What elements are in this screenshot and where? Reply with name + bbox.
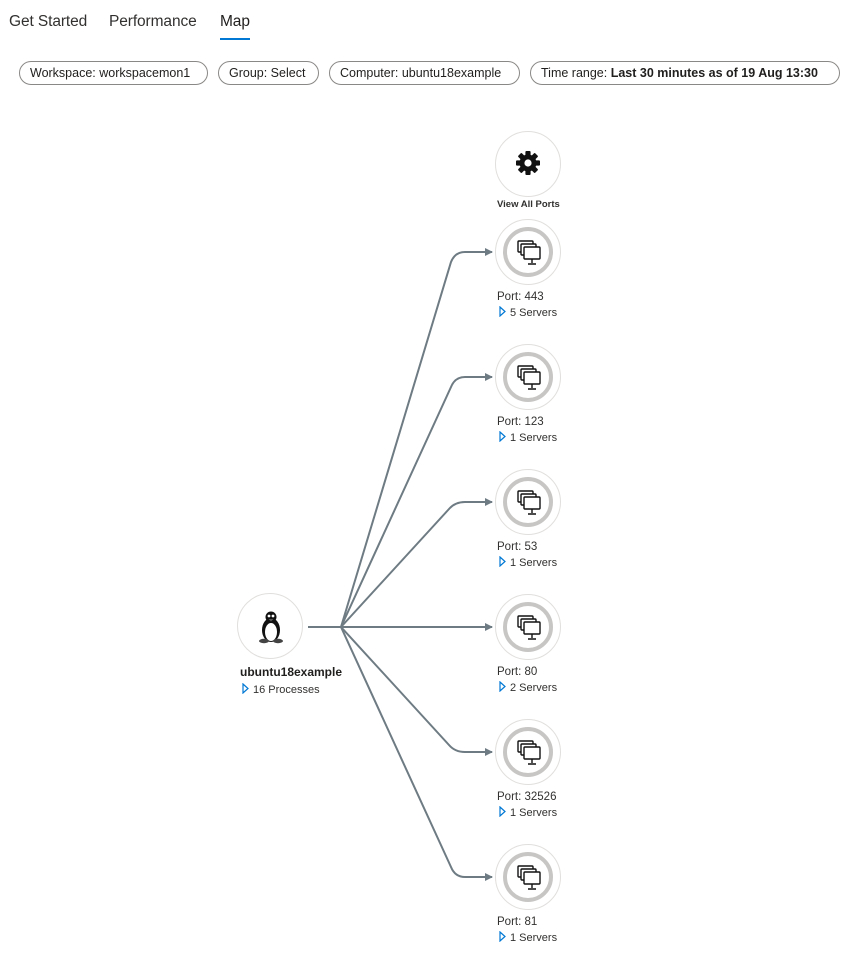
- servers-expander[interactable]: 5 Servers: [499, 306, 557, 319]
- servers-expander[interactable]: 1 Servers: [499, 556, 557, 569]
- linux-penguin-icon: [259, 611, 283, 644]
- port-node[interactable]: [495, 594, 561, 660]
- tab-active-indicator: [220, 38, 250, 40]
- gear-icon: [516, 151, 540, 175]
- view-all-ports-label[interactable]: View All Ports: [497, 199, 560, 210]
- connection-line-81[interactable]: [340, 626, 493, 881]
- connection-line-443[interactable]: [340, 248, 493, 628]
- server-group-icon: [517, 240, 541, 265]
- connection-line-32526[interactable]: [340, 626, 493, 756]
- expand-triangle-icon: [499, 431, 506, 442]
- port-node-ring: [503, 477, 553, 527]
- port-node-ring: [503, 852, 553, 902]
- expand-triangle-icon: [499, 681, 506, 692]
- port-label[interactable]: Port: 443: [497, 291, 544, 303]
- servers-count: 1 Servers: [510, 807, 558, 819]
- tab-map-label: Map: [220, 13, 250, 30]
- servers-expander[interactable]: 1 Servers: [499, 431, 557, 444]
- port-label[interactable]: Port: 123: [497, 416, 544, 428]
- port-node-ring: [503, 227, 553, 277]
- server-group-icon: [517, 615, 541, 640]
- expand-triangle-icon: [499, 306, 506, 317]
- servers-count: 1 Servers: [510, 557, 558, 569]
- computer-name[interactable]: ubuntu18example: [240, 665, 343, 679]
- port-node[interactable]: [495, 844, 561, 910]
- expand-triangle-icon: [499, 806, 506, 817]
- group-filter[interactable]: Group: Select: [218, 61, 319, 85]
- port-node[interactable]: [495, 344, 561, 410]
- computer-filter[interactable]: Computer: ubuntu18example: [329, 61, 520, 85]
- port-node[interactable]: [495, 719, 561, 785]
- expand-triangle-icon: [499, 931, 506, 942]
- processes-expander[interactable]: 16 Processes: [242, 683, 320, 696]
- tab-performance[interactable]: Performance: [109, 13, 197, 30]
- servers-count: 1 Servers: [510, 932, 558, 944]
- connection-line-123[interactable]: [340, 373, 493, 628]
- servers-count: 1 Servers: [510, 432, 558, 444]
- tab-bar: Get Started Performance Map: [0, 0, 855, 45]
- time-range-value: Last 30 minutes as of 19 Aug 13:30: [610, 66, 818, 80]
- processes-count: 16 Processes: [253, 684, 320, 696]
- view-all-ports-node[interactable]: [495, 131, 561, 197]
- expand-triangle-icon: [499, 556, 506, 567]
- servers-count: 5 Servers: [510, 307, 558, 319]
- server-group-icon: [517, 740, 541, 765]
- port-node-ring: [503, 727, 553, 777]
- server-group-icon: [517, 365, 541, 390]
- port-label[interactable]: Port: 81: [497, 916, 538, 928]
- expand-triangle-icon: [242, 683, 249, 694]
- port-node[interactable]: [495, 219, 561, 285]
- computer-node[interactable]: [237, 593, 303, 659]
- port-label[interactable]: Port: 32526: [497, 791, 557, 803]
- port-node[interactable]: [495, 469, 561, 535]
- port-node-ring: [503, 602, 553, 652]
- time-range-filter[interactable]: Time range: Last 30 minutes as of 19 Aug…: [530, 61, 840, 85]
- port-label[interactable]: Port: 53: [497, 541, 538, 553]
- servers-count: 2 Servers: [510, 682, 558, 694]
- port-node-ring: [503, 352, 553, 402]
- tab-get-started[interactable]: Get Started: [9, 13, 88, 30]
- connection-line-53[interactable]: [340, 498, 493, 628]
- servers-expander[interactable]: 2 Servers: [499, 681, 557, 694]
- workspace-filter[interactable]: Workspace: workspacemon1: [19, 61, 208, 85]
- port-label[interactable]: Port: 80: [497, 666, 538, 678]
- servers-expander[interactable]: 1 Servers: [499, 806, 557, 819]
- tab-map[interactable]: Map: [220, 13, 250, 40]
- servers-expander[interactable]: 1 Servers: [499, 931, 557, 944]
- server-group-icon: [517, 490, 541, 515]
- time-range-prefix: Time range:: [541, 66, 611, 80]
- server-group-icon: [517, 865, 541, 890]
